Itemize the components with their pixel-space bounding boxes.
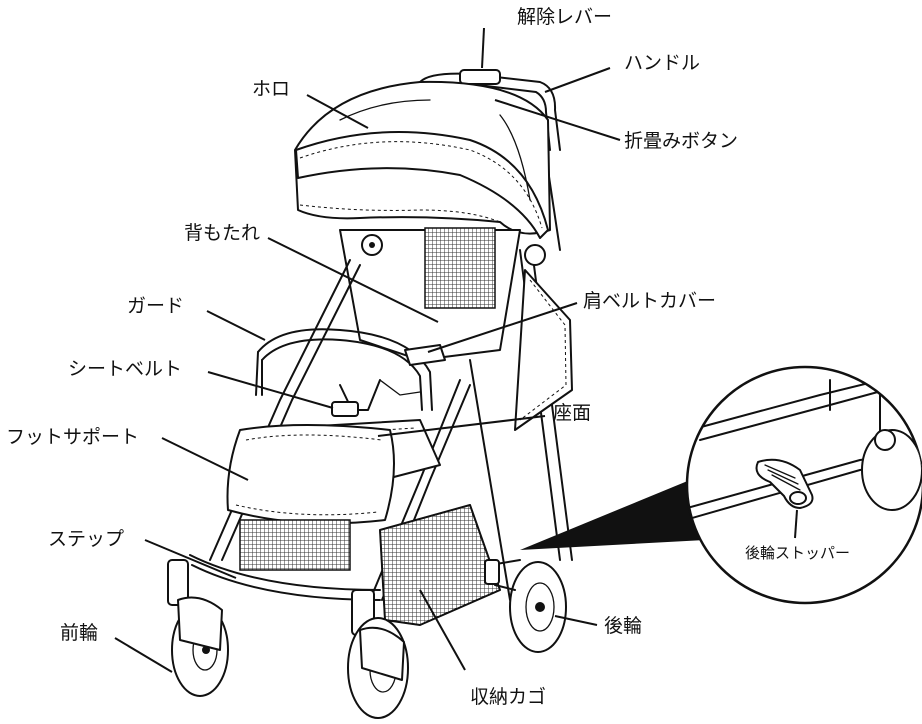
label-storage-basket: 収納カゴ [470, 686, 547, 708]
label-seat-belt: シートベルト [68, 358, 183, 380]
foot-support [226, 424, 395, 525]
label-rear-wheel-stopper: 後輪ストッパー [745, 544, 851, 562]
label-guard: ガード [127, 295, 185, 317]
storage-basket [239, 504, 501, 626]
label-foot-support: フットサポート [6, 426, 140, 448]
label-step: ステップ [48, 528, 125, 550]
label-release-lever: 解除レバー [517, 6, 613, 28]
front-wheel-left [167, 559, 229, 697]
harness [331, 344, 446, 417]
label-shoulder-belt-cover: 肩ベルトカバー [583, 290, 717, 312]
label-backrest: 背もたれ [184, 222, 261, 244]
label-canopy: ホロ [252, 78, 291, 100]
label-front-wheel: 前輪 [60, 622, 99, 644]
front-wheel-right [347, 589, 409, 719]
label-seat-surface: 座面 [553, 402, 592, 424]
label-rear-wheel: 後輪 [604, 615, 643, 637]
zoom-detail [685, 365, 922, 605]
label-handle: ハンドル [624, 52, 701, 74]
backrest [339, 227, 546, 361]
rear-wheel [484, 559, 567, 653]
canopy [294, 80, 551, 239]
leader-lines [114, 27, 798, 673]
label-fold-button: 折畳みボタン [624, 130, 739, 152]
zoom-beam [520, 480, 705, 550]
